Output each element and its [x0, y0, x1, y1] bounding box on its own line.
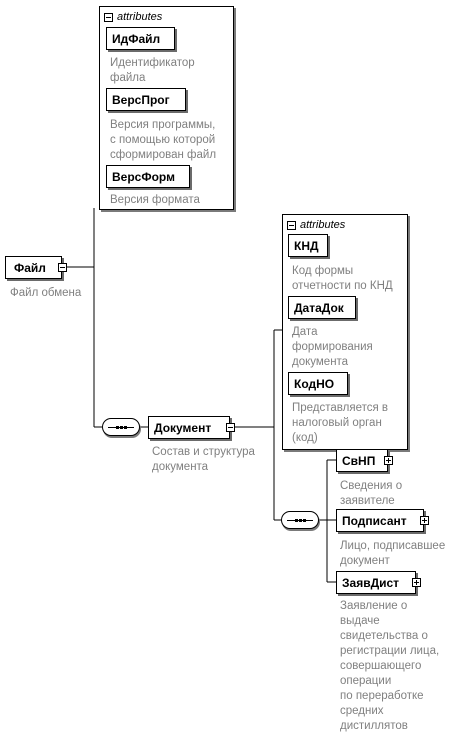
collapse-icon[interactable] [58, 262, 67, 272]
attribute-knd[interactable]: КНД [288, 234, 328, 257]
attribute-datadok-description: Дата формирования документа [292, 326, 373, 368]
attribute-idfile[interactable]: ИдФайл [106, 27, 175, 50]
attribute-idfile-description: Идентификатор файла [110, 57, 195, 84]
element-file-description: Файл обмена [10, 287, 82, 299]
document-attributes-header[interactable]: attributes [287, 219, 345, 231]
expand-icon[interactable] [384, 455, 393, 465]
attribute-kodno-description: Представляется в налоговый орган (код) [292, 402, 389, 444]
attribute-kodno[interactable]: КодНО [288, 372, 348, 395]
element-document-description: Состав и структура документа [152, 446, 255, 473]
attribute-datadok[interactable]: ДатаДок [288, 296, 356, 319]
expand-icon[interactable] [420, 515, 429, 525]
element-document[interactable]: Документ [148, 416, 235, 439]
attribute-versprog[interactable]: ВерсПрог [106, 88, 186, 111]
sequence-compositor[interactable] [102, 418, 140, 436]
attribute-knd-description: Код формы отчетности по КНД [292, 265, 393, 292]
attributes-label: attributes [117, 11, 163, 23]
collapse-icon[interactable] [287, 220, 296, 230]
attribute-versform-description: Версия формата [110, 194, 200, 206]
collapse-icon[interactable] [226, 422, 235, 432]
attributes-label: attributes [300, 219, 346, 231]
element-podpisant-description: Лицо, подписавшее документ [340, 540, 446, 567]
element-file[interactable]: Файл [5, 256, 67, 279]
attribute-versform[interactable]: ВерсФорм [106, 165, 190, 188]
root-attributes-header[interactable]: attributes [104, 11, 162, 23]
element-podpisant[interactable]: Подписант [336, 509, 429, 532]
sequence-compositor[interactable] [281, 511, 319, 529]
element-zayavdist[interactable]: ЗаявДист [336, 571, 421, 594]
element-svnp-description: Сведения о заявителе [340, 480, 403, 507]
element-zayavdist-description: Заявление о выдаче свидетельства о регис… [340, 600, 440, 732]
collapse-icon[interactable] [104, 12, 113, 22]
attribute-versprog-description: Версия программы, с помощью которой сфор… [110, 119, 217, 161]
element-svnp[interactable]: СвНП [336, 449, 393, 472]
expand-icon[interactable] [412, 577, 421, 587]
